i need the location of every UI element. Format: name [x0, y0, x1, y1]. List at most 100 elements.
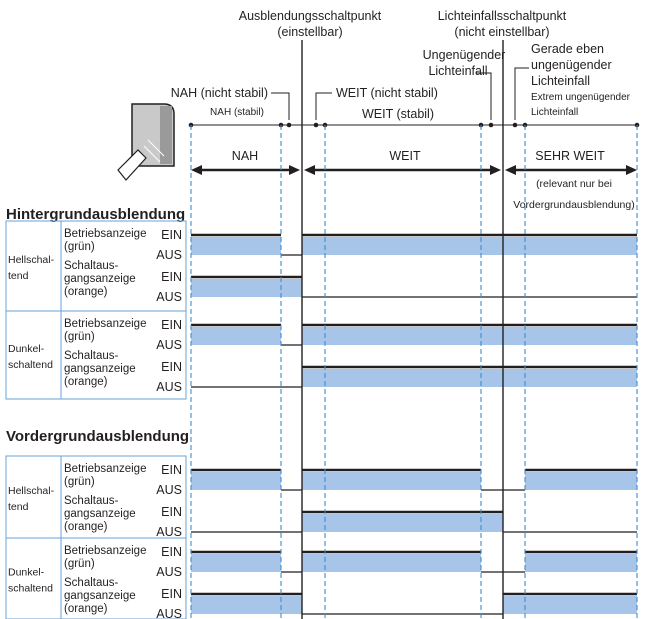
signal-on-area — [191, 596, 281, 614]
signal-on-area — [525, 554, 637, 572]
extreme-insufficient-sublabel: Lichteinfall — [531, 107, 578, 118]
signal-on-area — [325, 514, 481, 532]
mode-label-line2: tend — [8, 270, 29, 282]
signal-on-area — [481, 327, 503, 345]
weit-unstable-label: WEIT (nicht stabil) — [336, 86, 438, 100]
nah-unstable-label: NAH (nicht stabil) — [171, 86, 268, 100]
signal-on-area — [191, 472, 281, 490]
blanking-point-label: Ausblendungsschaltpunkt — [239, 9, 382, 23]
on-label: EIN — [161, 545, 182, 559]
barely-insufficient-label-2: ungenügender — [531, 58, 612, 72]
on-label: EIN — [161, 270, 182, 284]
mode-label-line2: schaltend — [8, 359, 53, 371]
off-label: AUS — [156, 565, 182, 579]
output-indicator-label-1: Schaltaus- — [64, 260, 119, 272]
zone-weit-label: WEIT — [389, 149, 421, 163]
off-label: AUS — [156, 248, 182, 262]
output-indicator-label-2: gangsanzeige — [64, 363, 136, 375]
section-title: Vordergrundausblendung — [6, 428, 189, 445]
signal-on-area — [525, 327, 637, 345]
signal-on-area — [325, 554, 481, 572]
threshold-lines — [190, 40, 638, 619]
blanking-point-sublabel: (einstellbar) — [277, 25, 342, 39]
nah-stable-label: NAH (stabil) — [210, 107, 264, 118]
light-point-label: Lichteinfallsschaltpunkt — [438, 9, 567, 23]
on-label: EIN — [161, 463, 182, 477]
mode-label-line2: tend — [8, 501, 29, 513]
operation-indicator-color: (grün) — [64, 476, 95, 488]
weit-stable-label: WEIT (stabil) — [362, 107, 434, 121]
signal-on-area — [191, 237, 281, 255]
signal-on-area — [191, 554, 281, 572]
signal-on-area — [302, 327, 325, 345]
on-label: EIN — [161, 318, 182, 332]
off-label: AUS — [156, 607, 182, 619]
signal-on-area — [302, 472, 325, 490]
insufficient-light-leader — [476, 72, 492, 120]
signal-lines — [191, 233, 637, 615]
signal-on-area — [481, 514, 503, 532]
section-title: Hintergrundausblendung — [6, 206, 185, 223]
on-label: EIN — [161, 505, 182, 519]
signal-on-area — [525, 369, 637, 387]
signal-on-area — [302, 237, 325, 255]
off-label: AUS — [156, 380, 182, 394]
mode-label-line1: Dunkel- — [8, 567, 45, 579]
barely-insufficient-label-3: Lichteinfall — [531, 74, 590, 88]
operation-indicator-color: (grün) — [64, 331, 95, 343]
zone-note-line2: Vordergrundausblendung) — [513, 199, 634, 211]
zone-note-line1: (relevant nur bei — [536, 178, 612, 190]
off-label: AUS — [156, 525, 182, 539]
signal-on-area — [481, 369, 503, 387]
operation-indicator-label: Betriebsanzeige — [64, 318, 146, 330]
signal-on-area — [325, 369, 481, 387]
signal-on-area — [281, 596, 302, 614]
mode-label-line2: schaltend — [8, 583, 53, 595]
off-label: AUS — [156, 338, 182, 352]
off-label: AUS — [156, 483, 182, 497]
signal-on-area — [302, 554, 325, 572]
output-indicator-color: (orange) — [64, 603, 108, 615]
signal-on-area — [481, 237, 503, 255]
output-indicator-label-1: Schaltaus- — [64, 495, 119, 507]
barely-insufficient-label-1: Gerade eben — [531, 42, 604, 56]
mode-label-line1: Hellschal- — [8, 485, 55, 497]
on-label: EIN — [161, 587, 182, 601]
signal-tables: HintergrundausblendungHellschal-tendBetr… — [5, 206, 189, 619]
off-label: AUS — [156, 290, 182, 304]
signal-on-area — [325, 472, 481, 490]
insufficient-light-sublabel: Lichteinfall — [428, 64, 487, 78]
signal-on-area — [325, 237, 481, 255]
photoelectric-sensor-icon — [117, 103, 175, 181]
mode-group-cell — [5, 537, 187, 619]
output-indicator-color: (orange) — [64, 521, 108, 533]
weit-unstable-leader — [315, 92, 332, 120]
leader-lines — [271, 67, 529, 120]
zone-arrowheads — [191, 165, 637, 175]
output-indicator-color: (orange) — [64, 376, 108, 388]
output-indicator-label-2: gangsanzeige — [64, 508, 136, 520]
signal-fills — [191, 237, 637, 614]
signal-on-area — [191, 279, 281, 297]
signal-on-area — [281, 279, 302, 297]
signal-on-area — [503, 596, 525, 614]
nah-unstable-leader — [271, 92, 290, 120]
operation-indicator-label: Betriebsanzeige — [64, 228, 146, 240]
signal-on-area — [302, 369, 325, 387]
operation-indicator-color: (grün) — [64, 241, 95, 253]
signal-on-area — [191, 327, 281, 345]
mode-label-line1: Hellschal- — [8, 254, 55, 266]
on-label: EIN — [161, 360, 182, 374]
signal-on-area — [525, 596, 637, 614]
signal-on-area — [525, 472, 637, 490]
output-indicator-label-1: Schaltaus- — [64, 577, 119, 589]
output-indicator-label-1: Schaltaus- — [64, 350, 119, 362]
zone-sehr-weit-label: SEHR WEIT — [535, 149, 605, 163]
insufficient-light-label: Ungenügender — [423, 48, 506, 62]
on-label: EIN — [161, 228, 182, 242]
light-point-sublabel: (nicht einstellbar) — [454, 25, 549, 39]
operation-indicator-label: Betriebsanzeige — [64, 545, 146, 557]
signal-on-area — [503, 327, 525, 345]
zone-nah-label: NAH — [232, 149, 258, 163]
